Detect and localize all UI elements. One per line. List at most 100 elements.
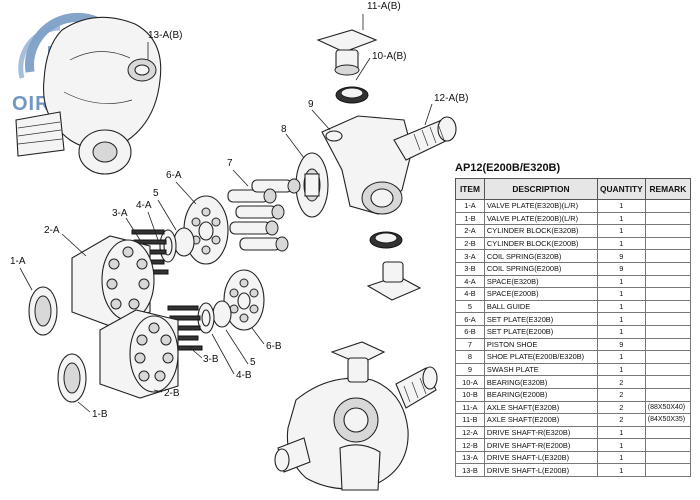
cell-item: 11-A	[455, 400, 485, 415]
cell-quantity: 2	[596, 387, 646, 402]
cell-item: 4-A	[455, 274, 485, 289]
callout-1b: 1-B	[92, 409, 108, 420]
cell-quantity: 1	[596, 362, 646, 377]
piston-shoes-drawing	[227, 178, 301, 252]
cell-description: DRIVE SHAFT-L(E200B)	[483, 463, 598, 478]
callout-3a: 3-A	[112, 208, 128, 219]
callout-4a: 4-A	[136, 200, 152, 211]
parts-table-header-row: ITEM DESCRIPTION QUANTITY REMARK	[455, 178, 692, 200]
cell-description: BALL GUIDE	[483, 299, 598, 314]
cell-quantity: 1	[596, 438, 646, 452]
cell-item: 11-B	[455, 413, 485, 427]
cell-quantity: 1	[596, 199, 646, 213]
cell-quantity: 1	[596, 224, 646, 238]
callout-12a: 12-A(B)	[434, 93, 468, 104]
cell-quantity: 1	[596, 274, 646, 289]
cell-item: 9	[455, 362, 485, 377]
cell-remark	[644, 438, 692, 452]
cell-item: 1-B	[455, 211, 485, 226]
cell-item: 2-B	[455, 236, 485, 251]
callout-5-top: 5	[153, 188, 159, 199]
cell-quantity: 2	[596, 413, 646, 427]
leader-lines	[19, 14, 433, 413]
cell-remark	[644, 287, 692, 301]
cell-remark	[644, 274, 692, 289]
parts-table-title: AP12(E200B/E320B)	[455, 162, 561, 174]
callout-labels: 13-A(B) 11-A(B) 10-A(B) 12-A(B) 9 8 7 6-…	[10, 1, 468, 420]
upper-rotary-group-drawing	[28, 195, 229, 336]
cell-remark	[644, 450, 692, 465]
cell-quantity: 1	[596, 425, 646, 440]
cell-description: DRIVE SHAFT-L(E320B)	[483, 450, 598, 465]
cell-remark	[644, 387, 692, 402]
cell-quantity: 9	[596, 249, 646, 263]
cell-remark	[644, 199, 692, 213]
cell-quantity: 1	[596, 350, 646, 364]
callout-10a: 10-A(B)	[372, 51, 406, 62]
cell-description: SWASH PLATE	[483, 362, 598, 377]
callout-2a: 2-A	[44, 225, 60, 236]
cell-description: AXLE SHAFT(E200B)	[483, 413, 598, 427]
cell-item: 4-B	[455, 287, 485, 301]
callout-2b: 2-B	[164, 388, 180, 399]
cell-remark	[644, 224, 692, 238]
swash-plate-drawing	[295, 29, 457, 301]
cell-item: 10-B	[455, 387, 485, 402]
cell-description: DRIVE SHAFT-R(E320B)	[483, 425, 598, 440]
cell-remark	[644, 463, 692, 478]
callout-3b: 3-B	[203, 354, 219, 365]
cell-item: 3-A	[455, 249, 485, 263]
callout-9: 9	[308, 99, 314, 110]
callout-5-bottom: 5	[250, 357, 256, 368]
cell-remark	[644, 236, 692, 251]
header-item: ITEM	[455, 178, 485, 200]
cell-description: COIL SPRING(E200B)	[483, 261, 598, 276]
cell-description: CYLINDER BLOCK(E320B)	[483, 224, 598, 238]
cell-item: 10-A	[455, 375, 485, 389]
cell-remark	[644, 249, 692, 263]
cell-description: SET PLATE(E200B)	[483, 324, 598, 339]
cell-description: DRIVE SHAFT-R(E200B)	[483, 438, 598, 452]
header-remark: REMARK	[644, 178, 692, 200]
cell-description: BEARING(E320B)	[483, 375, 598, 389]
cell-description: PISTON SHOE	[483, 337, 598, 352]
header-quantity: QUANTITY	[596, 178, 646, 200]
cell-quantity: 1	[596, 236, 646, 251]
cell-quantity: 1	[596, 312, 646, 326]
callout-7: 7	[227, 158, 233, 169]
cell-quantity: 1	[596, 450, 646, 465]
cell-item: 7	[455, 337, 485, 352]
cell-remark: (88X50X40)	[644, 400, 692, 415]
cell-quantity: 9	[596, 337, 646, 352]
cell-remark	[644, 425, 692, 440]
cell-item: 5	[455, 299, 485, 314]
cell-remark	[644, 299, 692, 314]
cell-item: 12-B	[455, 438, 485, 452]
cell-description: VALVE PLATE(E320B)(L/R)	[483, 199, 598, 213]
housing-left-drawing	[15, 16, 162, 175]
callout-11a: 11-A(B)	[367, 1, 401, 12]
cell-item: 6-B	[455, 324, 485, 339]
lower-rotary-group-drawing	[57, 269, 265, 403]
cell-remark	[644, 362, 692, 377]
cell-item: 12-A	[455, 425, 485, 440]
cell-item: 1-A	[455, 199, 485, 213]
callout-8: 8	[281, 124, 287, 135]
cell-remark	[644, 312, 692, 326]
cell-quantity: 2	[596, 375, 646, 389]
callout-1a: 1-A	[10, 256, 26, 267]
